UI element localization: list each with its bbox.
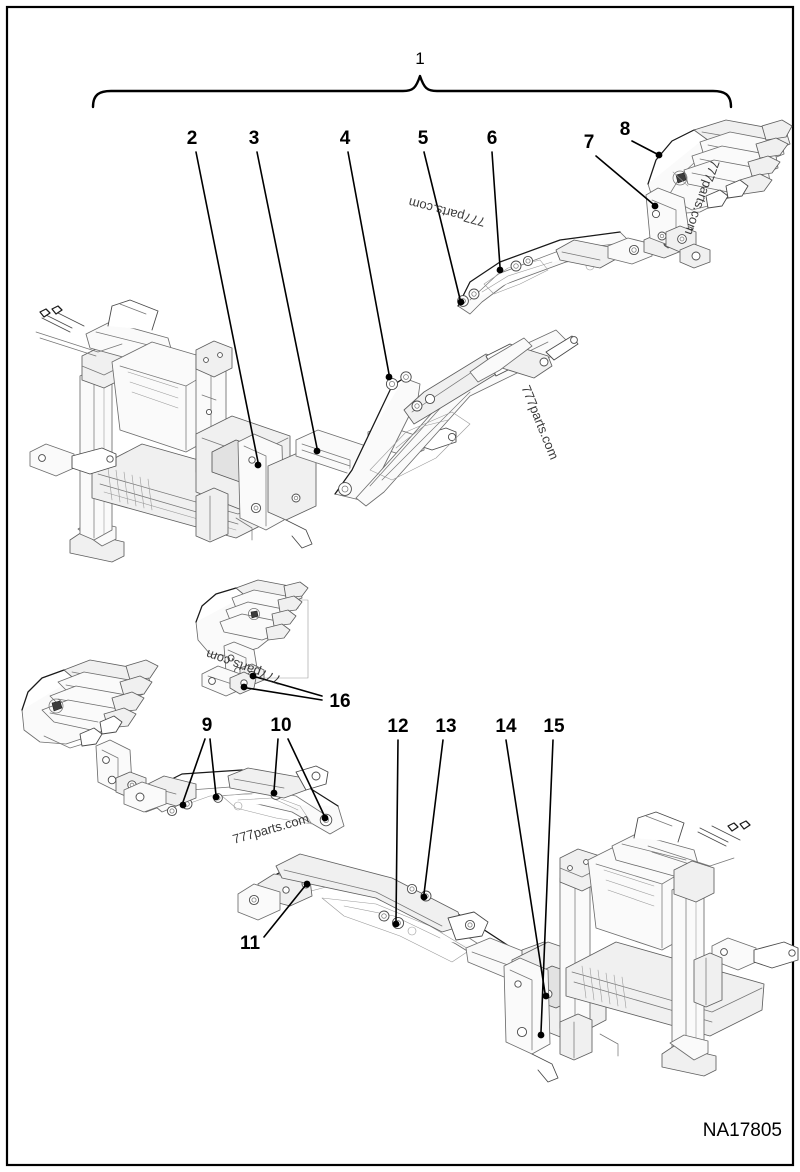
lower-loader-frame <box>503 811 799 1083</box>
callout-10: 10 <box>270 715 329 822</box>
callout-7: 7 <box>584 132 659 210</box>
callout-label-14: 14 <box>495 716 517 737</box>
callout-2: 2 <box>187 128 262 469</box>
callout-label-13: 13 <box>435 716 456 737</box>
callout-label-1: 1 <box>415 49 424 68</box>
leader-dot <box>385 373 393 381</box>
lower-dipper-arm <box>123 765 345 835</box>
callout-13: 13 <box>420 716 457 901</box>
leader-dot <box>392 920 400 928</box>
leader-dot <box>270 789 278 797</box>
callout-3: 3 <box>249 128 321 455</box>
leader-dot <box>212 793 220 801</box>
leader-dot <box>651 202 659 210</box>
leader-dot <box>457 298 465 306</box>
leader-dot <box>420 893 428 901</box>
part-number: NA17805 <box>703 1120 782 1141</box>
callout-label-2: 2 <box>187 128 198 149</box>
upper-bucket <box>645 119 793 269</box>
callout-5: 5 <box>418 128 465 306</box>
callout-label-15: 15 <box>543 716 565 737</box>
leader-dot <box>254 461 262 469</box>
callout-12: 12 <box>387 716 409 928</box>
callout-6: 6 <box>487 128 504 274</box>
callout-16: 16 <box>240 672 351 712</box>
middle-bucket-detail <box>195 579 309 697</box>
callout-label-3: 3 <box>249 128 260 149</box>
leader-dot <box>542 992 550 1000</box>
callout-label-16: 16 <box>329 691 350 712</box>
callout-label-12: 12 <box>387 716 408 737</box>
bracket-curve <box>91 74 733 109</box>
callout-4: 4 <box>340 128 393 381</box>
group-bracket-1: 1 <box>91 49 733 109</box>
callout-11: 11 <box>240 880 311 954</box>
leader-dot <box>303 880 311 888</box>
callout-14: 14 <box>495 716 550 1000</box>
callout-label-4: 4 <box>340 128 351 149</box>
page-border <box>5 5 795 1167</box>
callout-8: 8 <box>620 119 663 159</box>
callout-label-9: 9 <box>202 715 213 736</box>
leader-dot <box>496 266 504 274</box>
upper-boom-arm <box>334 329 579 507</box>
callout-label-8: 8 <box>620 119 631 140</box>
leader-dot <box>655 151 663 159</box>
callout-label-6: 6 <box>487 128 498 149</box>
leader-dot <box>537 1031 545 1039</box>
callout-label-7: 7 <box>584 132 595 153</box>
callout-label-11: 11 <box>240 933 261 954</box>
callout-9: 9 <box>179 715 220 809</box>
leader-dot <box>240 683 248 691</box>
callout-label-10: 10 <box>270 715 291 736</box>
callout-label-5: 5 <box>418 128 429 149</box>
lower-bucket <box>21 659 163 813</box>
leader-dot <box>321 814 329 822</box>
leader-dot <box>179 801 187 809</box>
leader-dot <box>313 447 321 455</box>
leader-dot <box>249 672 257 680</box>
callout-15: 15 <box>537 716 565 1039</box>
